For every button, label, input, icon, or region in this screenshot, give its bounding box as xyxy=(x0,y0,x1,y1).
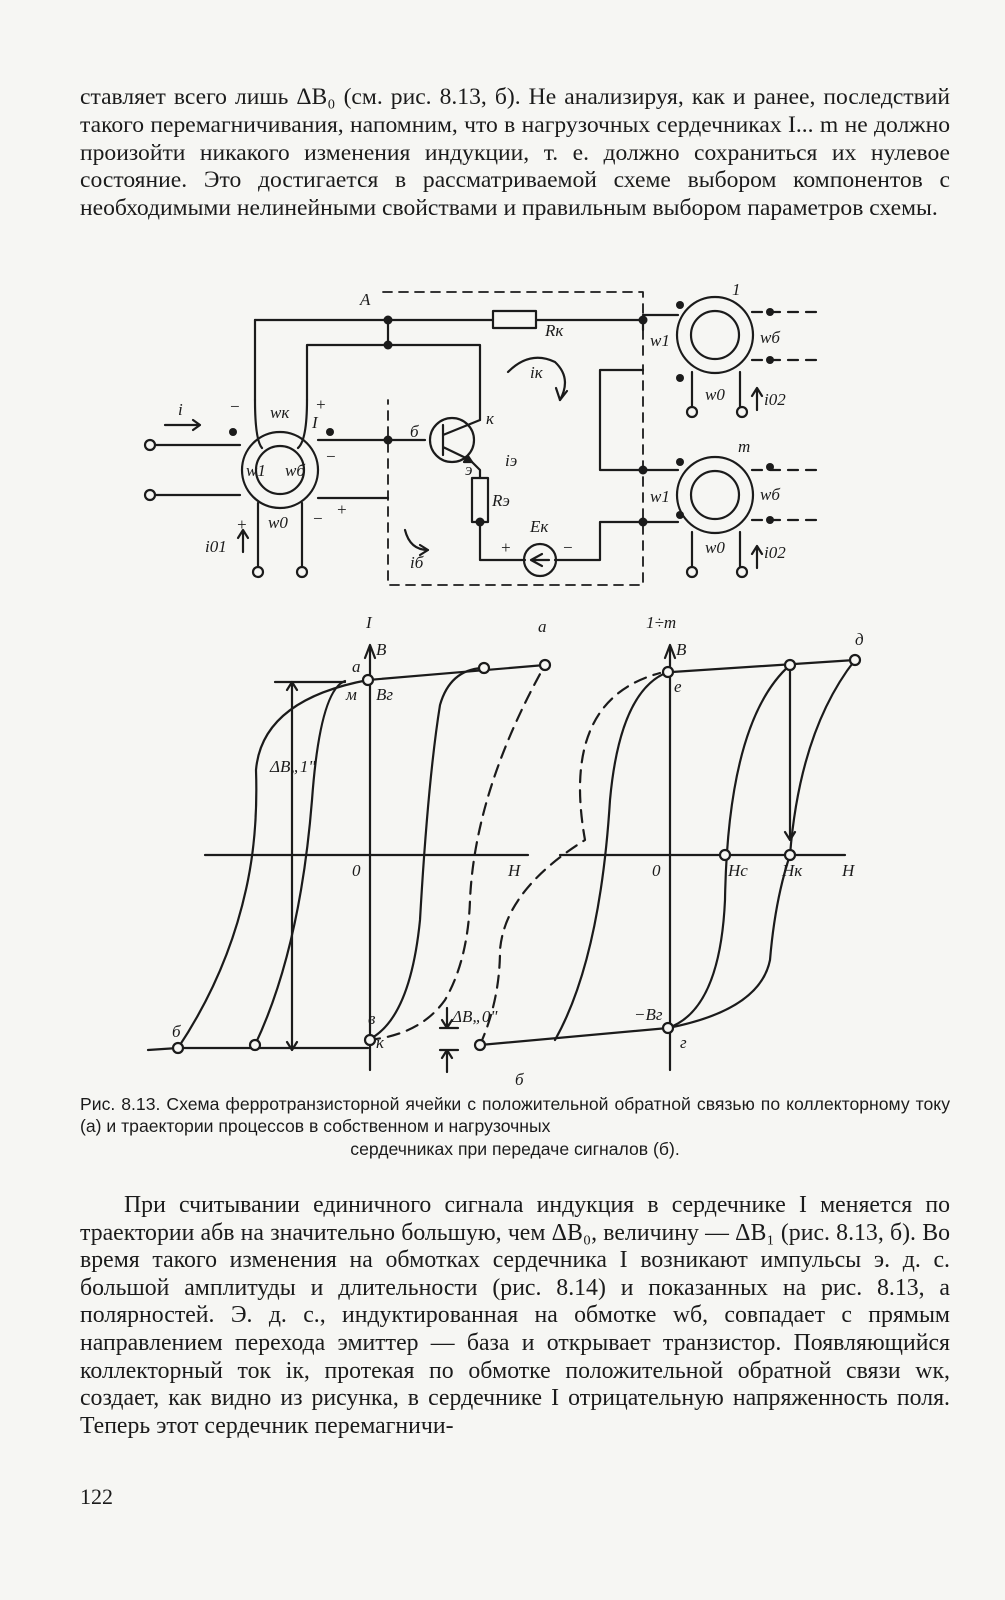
loop-cores-1-m xyxy=(475,645,860,1070)
right-point-g: г xyxy=(680,1033,687,1052)
source-ek xyxy=(524,544,556,576)
core-i-label: I xyxy=(311,413,319,432)
right-point-e: е xyxy=(674,677,682,696)
page-number: 122 xyxy=(80,1484,113,1509)
left-point-b: б xyxy=(172,1022,181,1041)
w0-left-label: w0 xyxy=(268,513,288,532)
paragraph-bottom: При считывании единичного сигнала индукц… xyxy=(80,1192,950,1439)
ib-label: iб xyxy=(410,553,424,572)
right-hc: Hс xyxy=(727,861,748,880)
core-m xyxy=(677,457,753,533)
ik-label: iк xyxy=(530,363,544,382)
left-axis-b: B xyxy=(376,640,387,659)
figure-8-13: а A i I wк w1 wб w0 i01 Rк iк б к э iэ R… xyxy=(0,280,864,1089)
core-1 xyxy=(677,297,753,373)
base-label: б xyxy=(410,422,419,441)
plus-sign-bottom: + xyxy=(236,515,247,534)
ek-label: Eк xyxy=(529,517,549,536)
left-br: Bг xyxy=(376,685,393,704)
core-m-label: m xyxy=(738,437,750,456)
re-label: Rэ xyxy=(491,491,510,510)
left-point-m: м xyxy=(345,685,357,704)
current-i-label: i xyxy=(178,400,183,419)
left-loop-title: I xyxy=(365,613,373,632)
right-loop-title: 1÷m xyxy=(646,613,676,632)
minus-sign-right: − xyxy=(325,447,336,466)
circuit-diagram xyxy=(145,292,820,585)
left-point-v: в xyxy=(368,1009,376,1028)
left-axis-h: H xyxy=(507,861,522,880)
emitter-label: э xyxy=(465,460,473,479)
rk-label: Rк xyxy=(544,321,564,340)
point-a-label: A xyxy=(359,290,371,309)
minus-sign-bottom: − xyxy=(312,509,323,528)
i02-r1-label: i02 xyxy=(764,390,786,409)
wk-label: wк xyxy=(270,403,290,422)
left-point-a: а xyxy=(352,657,361,676)
loop-core-I xyxy=(148,645,550,1072)
i02-r2-label: i02 xyxy=(764,543,786,562)
wb-r1-label: wб xyxy=(760,328,780,347)
minus-sign-left: − xyxy=(229,397,240,416)
w1-left-label: w1 xyxy=(246,461,266,480)
caption-main: Рис. 8.13. Схема ферротранзисторной ячей… xyxy=(80,1094,950,1137)
ie-label: iэ xyxy=(505,451,517,470)
plus-sign-right: + xyxy=(336,500,347,519)
right-minus-br: −Bг xyxy=(634,1005,663,1024)
loops-label-b: б xyxy=(515,1070,524,1089)
minus-sign-ek: − xyxy=(562,538,573,557)
plus-sign-ek: + xyxy=(500,538,511,557)
resistor-re xyxy=(472,478,488,522)
w0-r2-label: w0 xyxy=(705,538,725,557)
transistor xyxy=(430,418,474,462)
plus-sign-top: + xyxy=(315,395,326,414)
right-origin: 0 xyxy=(652,861,661,880)
w1-r1-label: w1 xyxy=(650,331,670,350)
right-hk: Hк xyxy=(781,861,803,880)
left-db0: ΔB„0" xyxy=(451,1007,498,1026)
core-1-label: 1 xyxy=(732,280,741,299)
right-axis-b: B xyxy=(676,640,687,659)
right-axis-h: H xyxy=(841,861,856,880)
paragraph-top: ставляет всего лишь ΔB₀ (см. рис. 8.13, … xyxy=(80,84,950,222)
figure-caption: Рис. 8.13. Схема ферротранзисторной ячей… xyxy=(80,1093,950,1160)
right-point-d: д xyxy=(855,630,864,649)
core-I xyxy=(242,432,318,508)
left-point-k: к xyxy=(376,1033,385,1052)
circuit-label-a: а xyxy=(538,617,547,636)
wb-left-label: wб xyxy=(285,461,305,480)
resistor-rk xyxy=(493,311,536,328)
i01-label: i01 xyxy=(205,537,227,556)
w1-r2-label: w1 xyxy=(650,487,670,506)
collector-label: к xyxy=(486,409,495,428)
left-db1: ΔB„1" xyxy=(269,757,316,776)
w0-r1-label: w0 xyxy=(705,385,725,404)
left-origin: 0 xyxy=(352,861,361,880)
caption-end: сердечниках при передаче сигналов (б). xyxy=(350,1138,680,1159)
wb-r2-label: wб xyxy=(760,485,780,504)
